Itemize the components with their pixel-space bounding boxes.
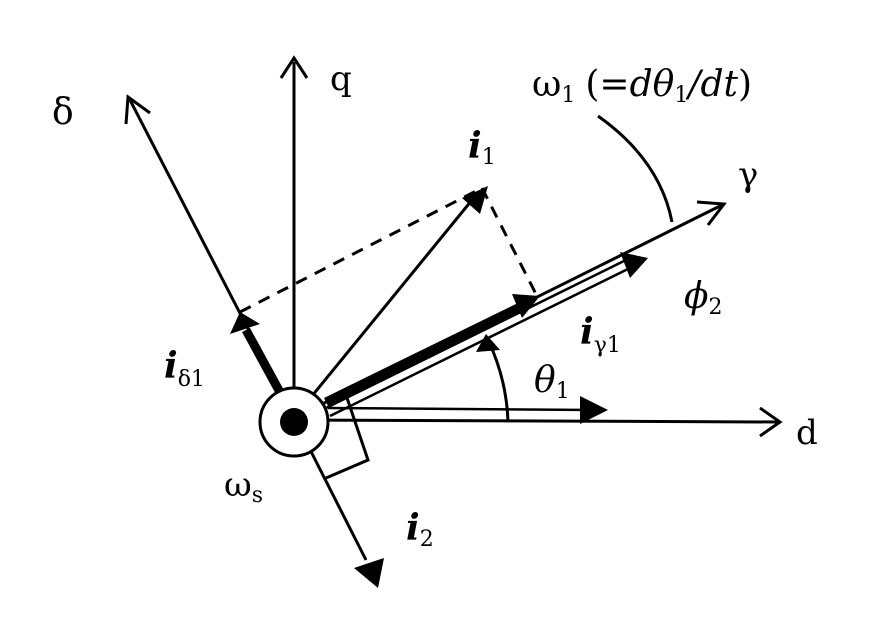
d-label: d [796,413,818,453]
idelta1-arrowhead [230,312,260,334]
d-axis-arrowhead [759,406,783,438]
dashed-projection-delta [239,186,483,314]
i2-arrowhead [354,558,384,588]
omega1-arc [597,114,674,223]
i2-label: i2 [406,507,434,552]
gamma-label: γ [738,155,758,195]
dashed-projection-gamma [480,187,540,299]
gamma-axis-arrowhead [696,200,727,226]
igamma1-label: iγ1 [580,311,621,358]
theta1-arc-arrowhead [476,334,500,352]
omegas-label: ωs [224,465,263,508]
q-label: q [330,59,352,99]
phi2-line-upper [325,256,631,410]
delta-label: δ [52,92,74,133]
omega1-label: ω1(=dθ1/dt) [532,64,752,108]
phi2-arrowhead [620,252,648,278]
i1-arrowhead [462,186,488,214]
phi2-label: ϕ2 [684,276,723,320]
d-flux-line-upper [327,406,593,412]
q-axis-arrowhead [279,55,309,79]
idelta1-vector [242,327,286,399]
phi2-line-lower [329,264,635,418]
i1-vector [292,199,474,419]
idelta1-label: iδ1 [164,345,205,392]
right-angle-mark [325,391,370,480]
d-flux-arrowhead [580,396,608,424]
igamma1-vector [324,301,524,407]
igamma1-arrowhead [512,294,540,318]
origin-inner-dot [280,408,308,436]
theta1-label: θ1 [534,360,570,404]
d-axis [293,418,779,424]
i1-label: i1 [468,125,496,170]
delta-axis-arrowhead [124,94,151,125]
